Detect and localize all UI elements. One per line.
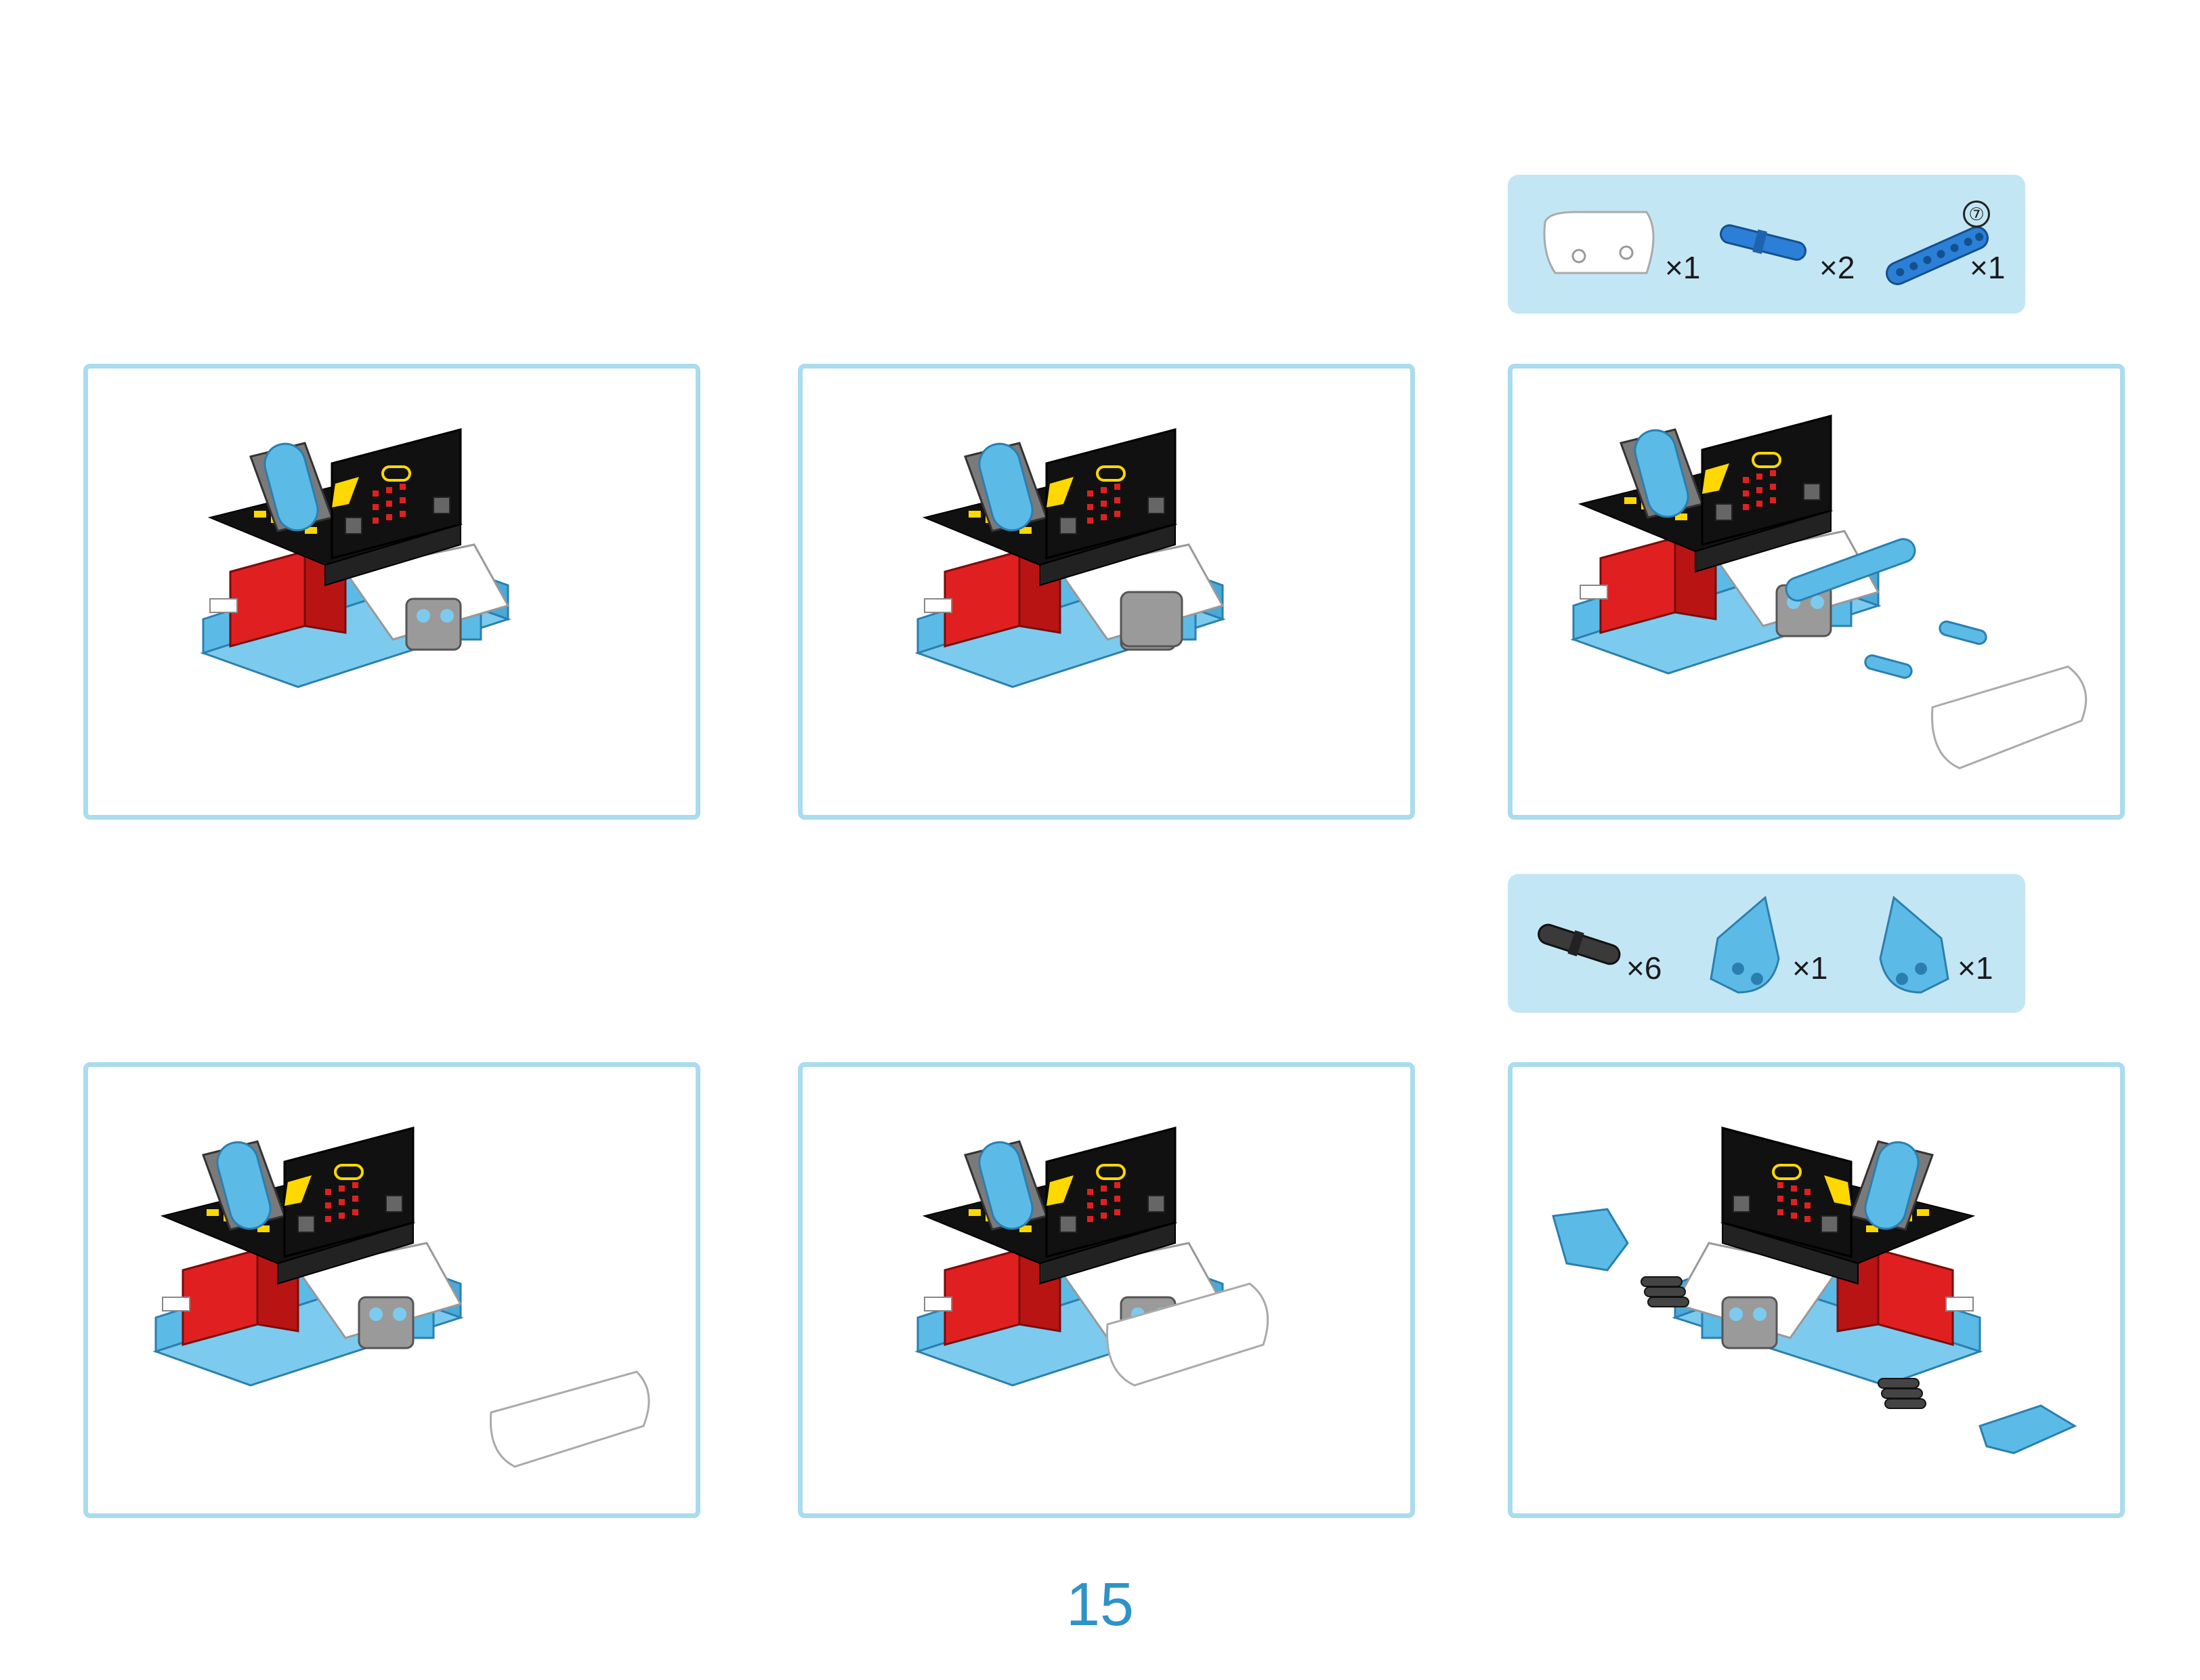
white-curved-panel-icon xyxy=(1535,205,1664,280)
black-pin-connector-icon xyxy=(1531,915,1626,975)
blue-angled-connector-right-icon xyxy=(1870,891,1955,999)
robot-assembly-illustration xyxy=(803,1067,1412,1514)
part-qty: ×1 xyxy=(1958,950,1993,986)
robot-assembly-illustration xyxy=(88,369,698,816)
blue-pin-connector-icon xyxy=(1714,219,1813,266)
assembly-step-1 xyxy=(83,364,700,820)
part-qty: ×2 xyxy=(1819,249,1855,286)
part-qty: ×1 xyxy=(1792,950,1827,986)
part-qty: ×1 xyxy=(1665,249,1700,286)
robot-assembly-illustration xyxy=(88,1067,698,1514)
part-qty: ×6 xyxy=(1626,950,1662,986)
assembly-step-5 xyxy=(798,1062,1415,1518)
robot-assembly-illustration xyxy=(1512,1067,2122,1514)
assembly-step-3 xyxy=(1508,364,2125,820)
part-qty: ×1 xyxy=(1970,249,2005,286)
assembly-step-6 xyxy=(1508,1062,2125,1518)
robot-assembly-illustration xyxy=(803,369,1412,816)
assembly-step-2 xyxy=(798,364,1415,820)
assembly-step-4 xyxy=(83,1062,700,1518)
page-number: 15 xyxy=(1032,1570,1168,1640)
beam-length-marker: ⑦ xyxy=(1963,201,1990,228)
robot-assembly-illustration xyxy=(1512,369,2122,816)
parts-list-top: ×1 ×2 ⑦ ×1 xyxy=(1508,175,2025,314)
blue-angled-connector-left-icon xyxy=(1704,891,1789,999)
parts-list-bottom: ×6 ×1 ×1 xyxy=(1508,874,2025,1013)
